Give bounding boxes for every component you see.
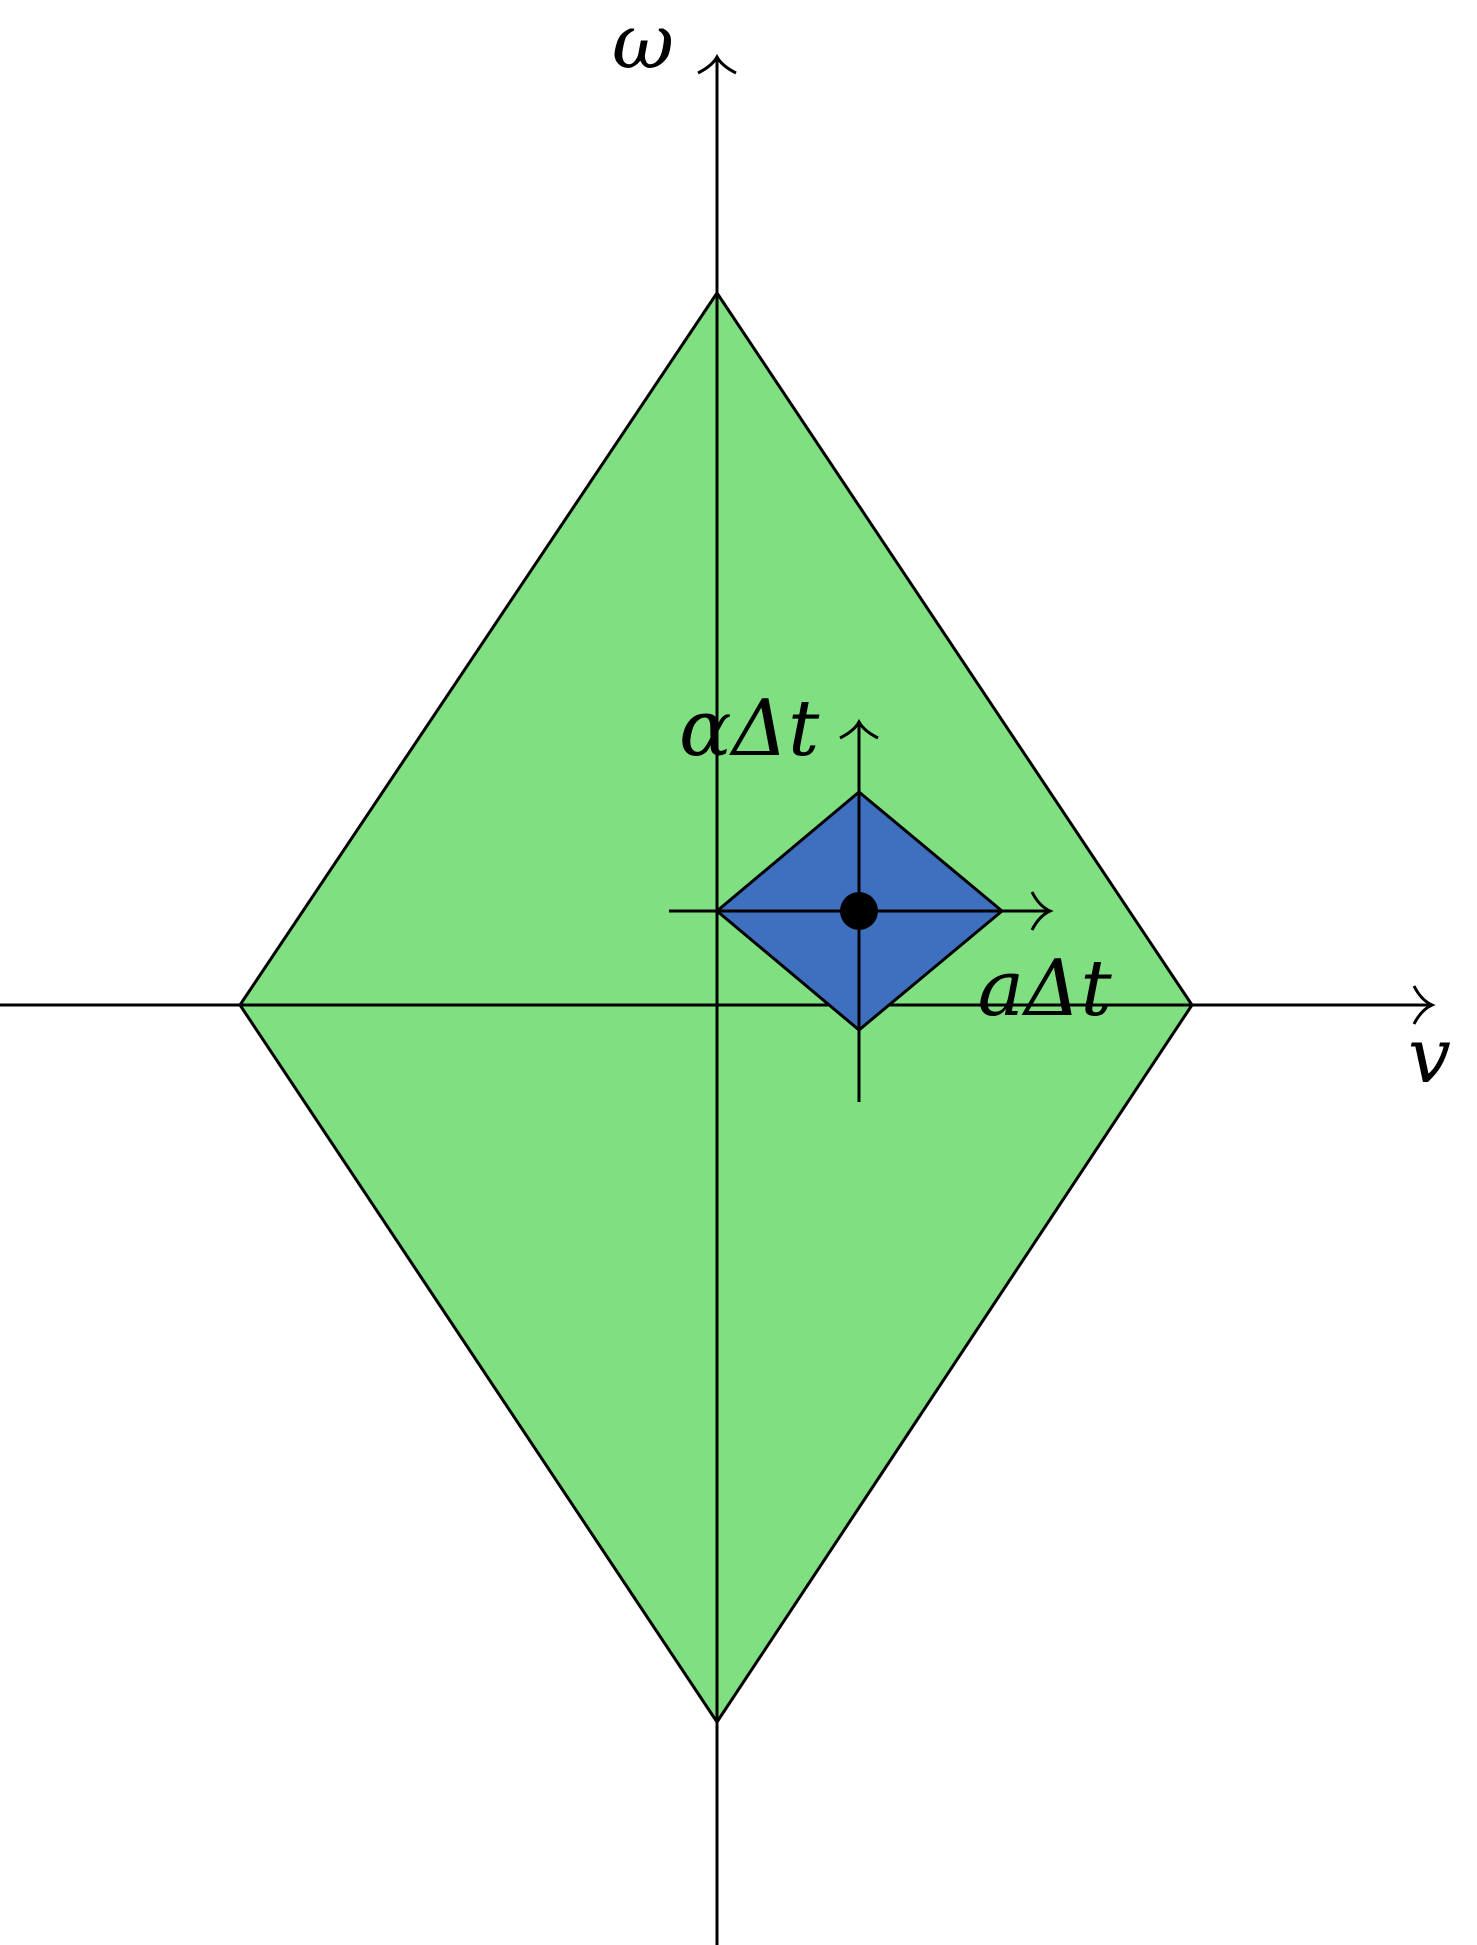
inner-vertical-axis-label: αΔt [679,684,820,774]
current-velocity-point [840,892,878,930]
omega-axis-arrowhead [697,53,737,75]
v-axis-arrowhead [1412,985,1436,1025]
v-axis-label: v [1408,1011,1451,1100]
omega-axis-label: ω [612,0,674,86]
inner-vertical-arrowhead [839,718,879,740]
inner-horizontal-arrowhead [1030,891,1054,931]
inner-horizontal-axis-label: aΔt [978,944,1113,1034]
